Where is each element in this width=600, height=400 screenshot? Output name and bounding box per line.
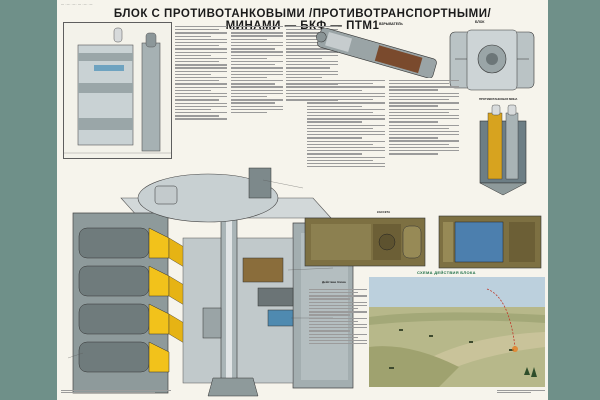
description-column-1 — [175, 24, 227, 174]
mine-section-label: ПРОТИВОТАНКОВАЯ МИНА — [479, 97, 518, 101]
action-text-column — [309, 287, 367, 377]
fuse-label: ВЗРЫВАТЕЛЬ — [379, 22, 403, 26]
cassette-front-view — [438, 215, 542, 269]
poster-footer-right — [497, 389, 545, 394]
scheme-label: СХЕМА ДЕЙСТВИЯ БЛОКА — [417, 270, 476, 275]
scheme-landscape — [369, 277, 545, 387]
composition-column — [307, 78, 385, 208]
poster: — · — · — · — · — · — БЛОК С ПРОТИВОТАНК… — [57, 0, 548, 400]
cassette-label: КАССЕТА — [377, 210, 391, 214]
block-view-label: БЛОК — [475, 20, 485, 24]
block-cutaway-drawing — [64, 27, 171, 154]
block-cutaway-box — [63, 22, 172, 159]
mine-sectional-drawing — [479, 104, 527, 196]
poster-footer-left — [61, 389, 171, 394]
block-top-view — [449, 29, 535, 91]
title-line-1: БЛОК С ПРОТИВОТАНКОВЫМИ /ПРОТИВОТРАНСПОР… — [113, 8, 492, 20]
poster-print-info: — · — · — · — · — · — — [61, 2, 93, 6]
fuse-drawing — [315, 28, 437, 78]
parts-list-column — [389, 78, 459, 208]
action-label: Действие блока — [322, 280, 346, 284]
description-column-2 — [231, 24, 283, 174]
cassette-side-view — [304, 217, 426, 267]
